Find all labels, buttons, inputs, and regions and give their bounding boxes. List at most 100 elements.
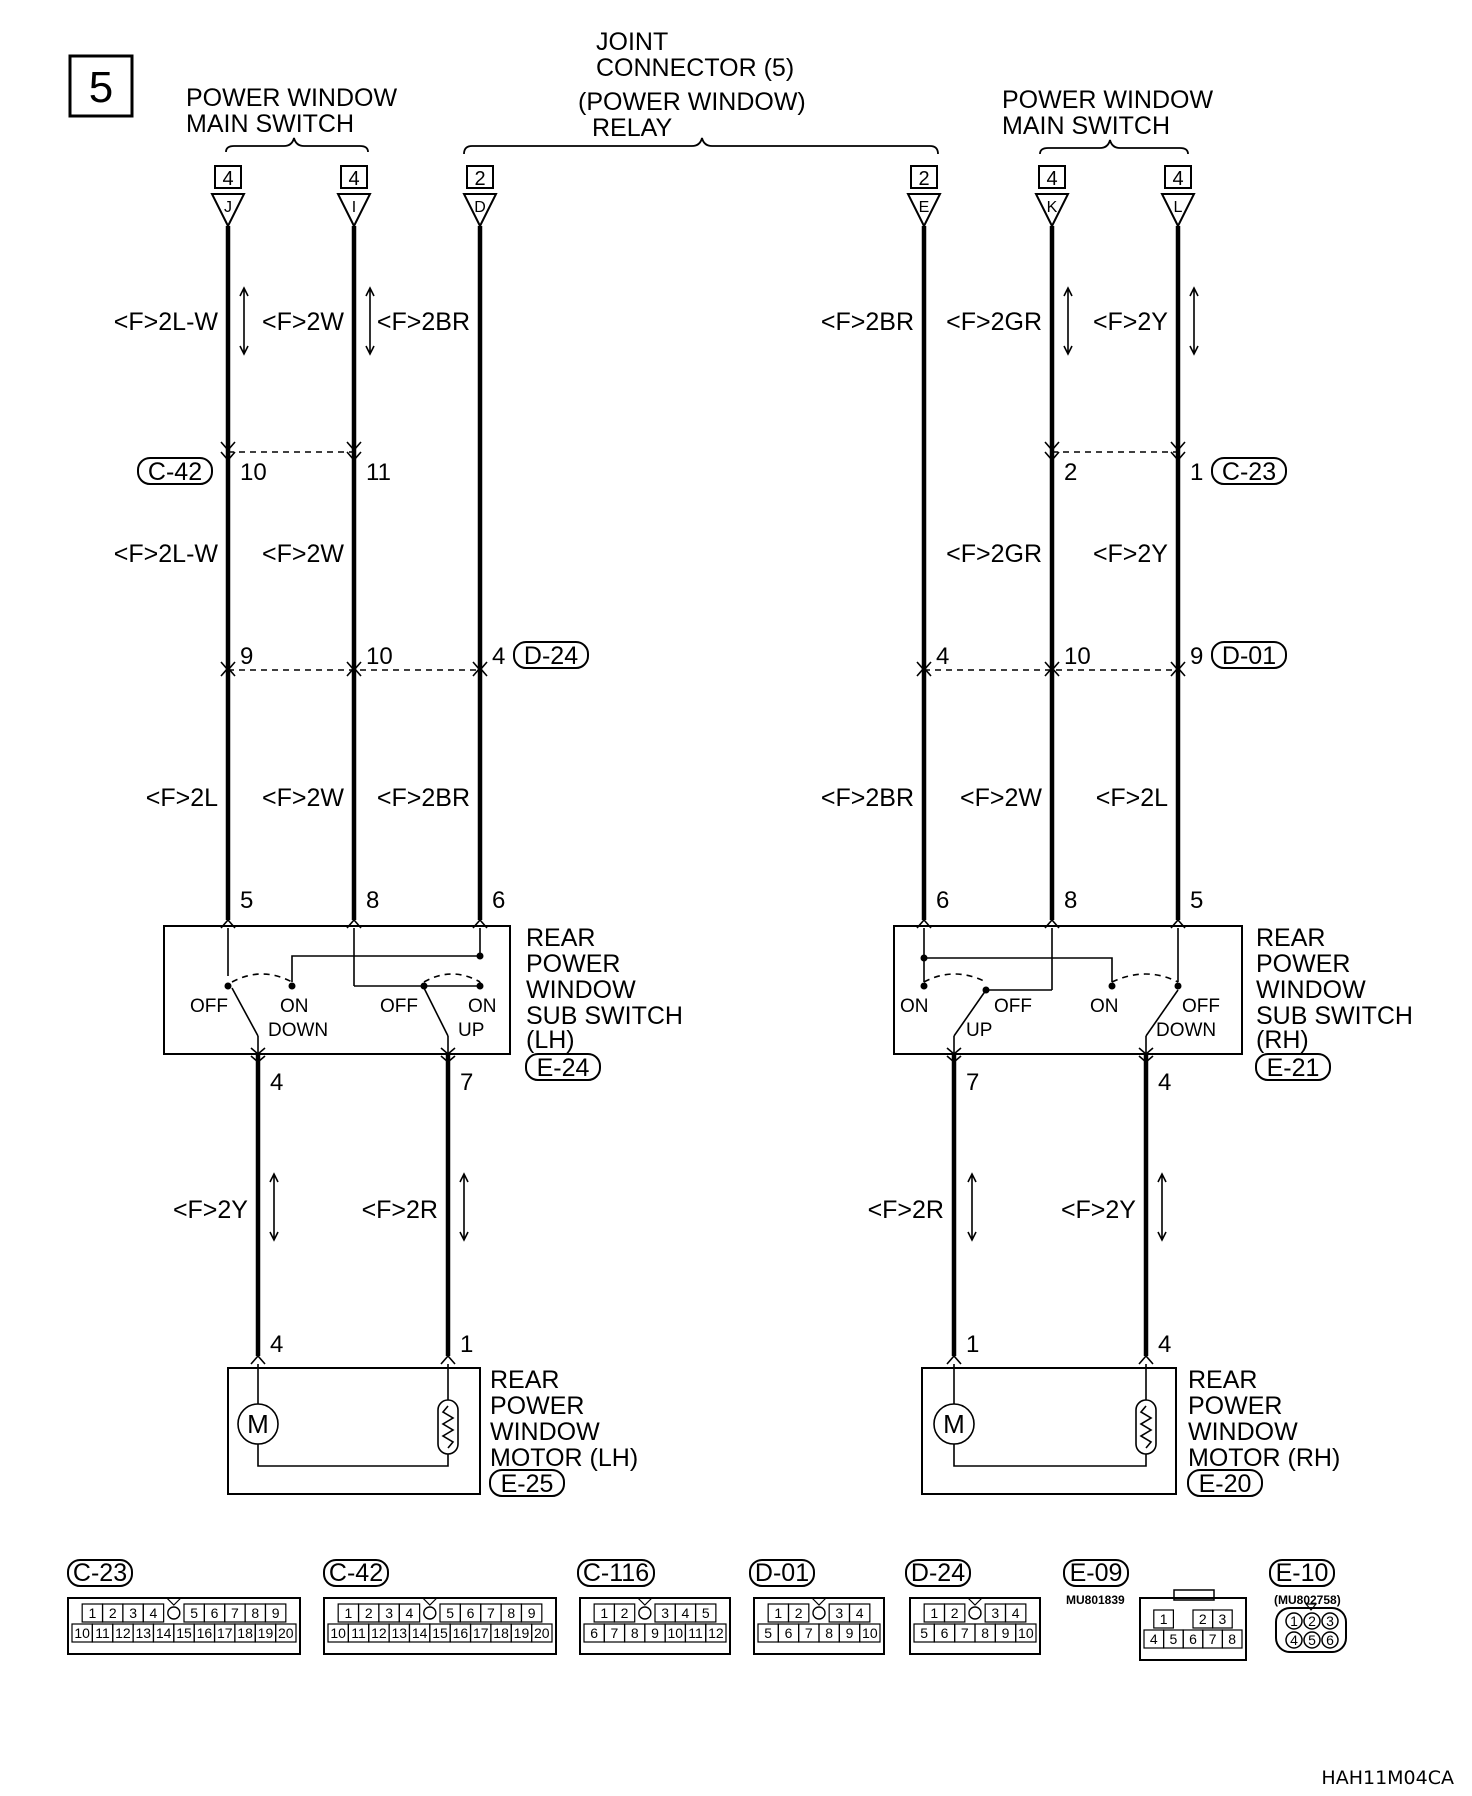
connector-e20-label: E-20 bbox=[1199, 1470, 1252, 1498]
connector-e25-label: E-25 bbox=[501, 1470, 554, 1498]
svg-text:<F>2W: <F>2W bbox=[960, 784, 1042, 812]
connector-face-label: C-23 bbox=[73, 1559, 127, 1587]
motor-icon: M bbox=[247, 1409, 269, 1439]
connector-cavity-number: 3 bbox=[1326, 1613, 1334, 1629]
connector-cavity-number: 5 bbox=[920, 1625, 928, 1641]
svg-text:10: 10 bbox=[1064, 643, 1091, 670]
connector-latch bbox=[638, 1606, 652, 1620]
connector-face-label-box bbox=[67, 1559, 133, 1587]
connector-cavity-number: 9 bbox=[651, 1625, 659, 1641]
connector-cavity-number: 7 bbox=[1209, 1631, 1217, 1647]
svg-text:9: 9 bbox=[240, 643, 253, 670]
connector-cavity bbox=[1321, 1631, 1339, 1649]
connector-cavity bbox=[1221, 1629, 1243, 1649]
connector-cavity-number: 6 bbox=[467, 1605, 475, 1621]
connector-cavity-number: 2 bbox=[795, 1605, 803, 1621]
svg-text:DOWN: DOWN bbox=[1156, 1020, 1216, 1041]
top-pin-l: 4 L bbox=[1160, 165, 1196, 229]
connector-cavity-number: 3 bbox=[835, 1605, 843, 1621]
connector-cavity-number: 5 bbox=[1308, 1632, 1316, 1648]
svg-text:4: 4 bbox=[1158, 1069, 1171, 1096]
connector-cavity-number: 3 bbox=[129, 1605, 137, 1621]
svg-text:D: D bbox=[474, 199, 486, 216]
svg-text:ON: ON bbox=[900, 996, 929, 1017]
svg-text:2: 2 bbox=[474, 168, 485, 190]
connector-cavity bbox=[531, 1623, 553, 1643]
connector-latch-mark bbox=[165, 1597, 183, 1606]
connector-cavity-number: 2 bbox=[951, 1605, 959, 1621]
right-sub-switch: ON OFF UP ON OFF DOWN REAR POWER WINDOW … bbox=[893, 918, 1413, 1082]
svg-text:ON: ON bbox=[468, 996, 497, 1017]
top-pins: 4 J 4 I 2 D 2 E 4 K bbox=[210, 165, 1196, 229]
svg-text:<F>2BR: <F>2BR bbox=[377, 308, 470, 336]
left-motor: M REAR POWER WINDOW MOTOR (LH) E-25 bbox=[227, 1354, 638, 1498]
svg-text:(LH): (LH) bbox=[526, 1026, 575, 1054]
connector-cavity-number: 5 bbox=[1170, 1631, 1178, 1647]
svg-text:<F>2W: <F>2W bbox=[262, 540, 344, 568]
svg-text:4: 4 bbox=[936, 643, 949, 670]
connector-cavity-number: 4 bbox=[1150, 1631, 1158, 1647]
connector-cavity-number: 3 bbox=[1219, 1611, 1227, 1627]
svg-text:4: 4 bbox=[222, 168, 233, 190]
svg-text:2: 2 bbox=[918, 168, 929, 190]
svg-text:UP: UP bbox=[966, 1020, 992, 1041]
connector-cavity bbox=[1321, 1612, 1339, 1630]
connector-face-body bbox=[67, 1597, 301, 1655]
connector-cavity-number: 10 bbox=[74, 1625, 90, 1641]
svg-text:MOTOR (LH): MOTOR (LH) bbox=[490, 1444, 638, 1472]
connector-cavity bbox=[1015, 1623, 1037, 1643]
connector-face-body bbox=[323, 1597, 557, 1655]
joint-connector-header: JOINT CONNECTOR (5) (POWER WINDOW) RELAY bbox=[463, 28, 939, 155]
connector-face-label: E-09 bbox=[1070, 1559, 1123, 1587]
connector-cavity-number: 19 bbox=[258, 1625, 274, 1641]
top-pin-j: 4 J bbox=[210, 165, 246, 229]
connector-cavity-number: 4 bbox=[856, 1605, 864, 1621]
connector-cavity-number: 11 bbox=[95, 1625, 110, 1641]
connector-cavity bbox=[787, 1603, 810, 1623]
connector-cavity-number: 5 bbox=[446, 1605, 454, 1621]
connector-cavity-number: 18 bbox=[493, 1625, 509, 1641]
svg-text:POWER: POWER bbox=[526, 950, 620, 978]
connector-d01-label: D-01 bbox=[1222, 642, 1276, 670]
svg-text:<F>2GR: <F>2GR bbox=[946, 540, 1042, 568]
connector-c23-label: C-23 bbox=[1222, 458, 1276, 486]
svg-text:10: 10 bbox=[240, 459, 267, 486]
svg-text:<F>2Y: <F>2Y bbox=[1093, 308, 1168, 336]
connector-cavity-number: 1 bbox=[88, 1605, 96, 1621]
connector-cavity bbox=[142, 1603, 165, 1623]
svg-text:4: 4 bbox=[270, 1069, 283, 1096]
svg-text:4: 4 bbox=[492, 643, 505, 670]
connector-cavity-number: 7 bbox=[961, 1625, 969, 1641]
connector-cavity-number: 4 bbox=[1290, 1632, 1298, 1648]
svg-text:WINDOW: WINDOW bbox=[1188, 1418, 1298, 1446]
svg-text:REAR: REAR bbox=[1188, 1366, 1257, 1394]
connector-cavity-number: 13 bbox=[391, 1625, 407, 1641]
connector-cavity-number: 8 bbox=[631, 1625, 639, 1641]
connector-face-label-box bbox=[749, 1559, 815, 1587]
svg-text:10: 10 bbox=[366, 643, 393, 670]
svg-text:<F>2R: <F>2R bbox=[362, 1196, 438, 1224]
left-main-switch-line2: MAIN SWITCH bbox=[186, 110, 354, 138]
switch-output-pins: 4 7 7 4 bbox=[270, 1069, 1171, 1096]
connector-cavity-number: 7 bbox=[805, 1625, 813, 1641]
motor-icon: M bbox=[943, 1409, 965, 1439]
svg-text:7: 7 bbox=[460, 1069, 473, 1096]
svg-text:<F>2L-W: <F>2L-W bbox=[114, 540, 219, 568]
diagram-code: HAH11M04CA bbox=[1321, 1767, 1454, 1789]
svg-text:2: 2 bbox=[1064, 459, 1077, 486]
connector-cavity bbox=[848, 1603, 871, 1623]
connector-cavity-number: 17 bbox=[217, 1625, 233, 1641]
connector-cavity bbox=[1153, 1609, 1175, 1629]
connector-cavity-number: 8 bbox=[251, 1605, 259, 1621]
svg-text:<F>2GR: <F>2GR bbox=[946, 308, 1042, 336]
svg-text:J: J bbox=[224, 199, 232, 216]
joint-connector-line2: CONNECTOR (5) bbox=[596, 54, 794, 82]
connector-cavity-number: 12 bbox=[371, 1625, 387, 1641]
svg-text:POWER: POWER bbox=[1188, 1392, 1282, 1420]
connector-face-body bbox=[1275, 1607, 1347, 1653]
connector-cavity bbox=[398, 1603, 421, 1623]
connector-cavity-number: 8 bbox=[825, 1625, 833, 1641]
svg-text:9: 9 bbox=[1190, 643, 1203, 670]
svg-text:6: 6 bbox=[492, 887, 505, 914]
connector-cavity bbox=[1285, 1612, 1303, 1630]
